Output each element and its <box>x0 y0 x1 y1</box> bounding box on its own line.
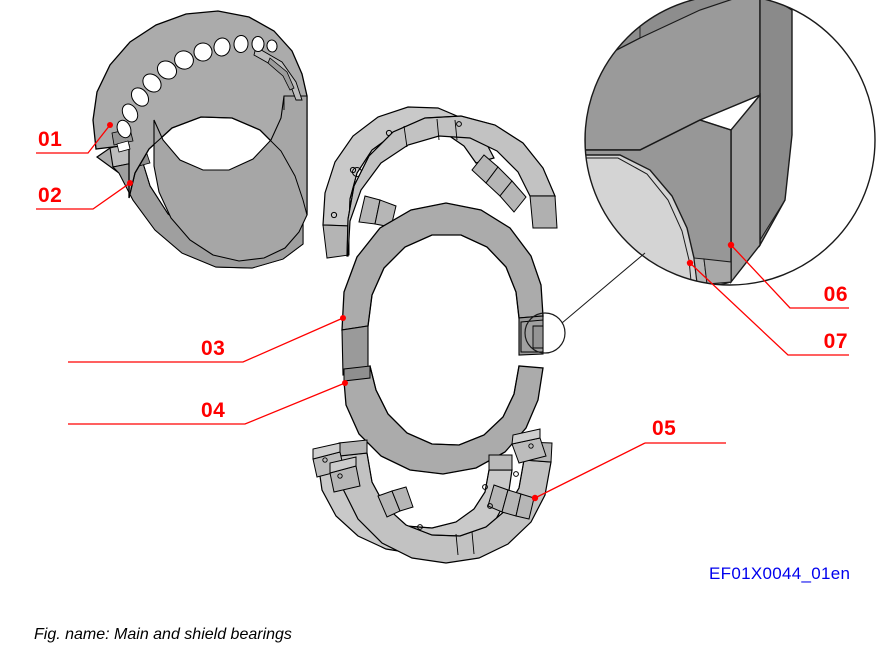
callout-arrow-heads <box>107 122 735 502</box>
main-bearing-ring-assembly <box>92 10 308 269</box>
callout-label-07: 07 <box>823 330 848 353</box>
shield-bearing-lower-end-lugs <box>312 442 361 493</box>
shield-bearing-upper-arcs <box>322 106 558 259</box>
leader-07 <box>689 262 849 356</box>
leader-06 <box>730 244 849 309</box>
shield-bearing-lower-right-lugs <box>511 428 547 464</box>
leader-05-tail <box>534 442 646 499</box>
leader-02 <box>36 182 131 210</box>
leader-04 <box>68 382 346 425</box>
shield-bearing-upper-half-front <box>346 115 558 257</box>
oil-hole-row <box>116 35 278 139</box>
figure-caption: Fig. name: Main and shield bearings <box>34 626 292 643</box>
detail-view-circle <box>584 0 876 286</box>
callout-label-05: 05 <box>652 417 677 440</box>
callout-label-04: 04 <box>201 399 226 422</box>
leader-03 <box>68 317 344 363</box>
centre-split-bearing-ring <box>341 202 544 475</box>
callout-leader-lines <box>36 124 849 499</box>
callout-label-03: 03 <box>201 337 226 360</box>
callout-label-02: 02 <box>38 184 63 207</box>
drawing-reference-code: EF01X0044_01en <box>709 564 851 583</box>
detail-origin-circle <box>524 252 646 354</box>
callout-label-06: 06 <box>823 283 848 306</box>
main-bearing-upper-shell <box>92 10 308 262</box>
leader-01 <box>36 124 111 154</box>
shield-bearing-lower-assembly <box>312 428 553 564</box>
shield-bearing-lower-outer-arc <box>338 439 553 564</box>
callout-label-01: 01 <box>38 128 63 151</box>
